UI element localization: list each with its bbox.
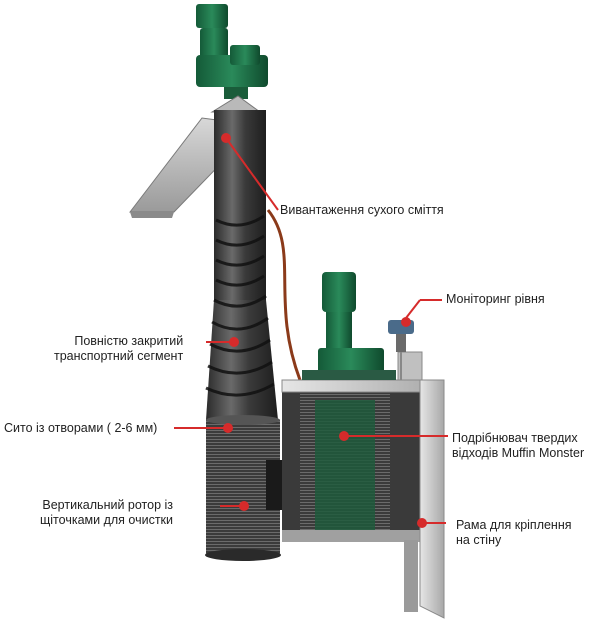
grinder-motor [302, 272, 396, 380]
label-wall-frame-line1: Рама для кріплення [456, 518, 572, 533]
label-enclosed-transport-line1: Повністю закритий [54, 334, 183, 349]
label-dry-discharge-text: Вивантаження сухого сміття [280, 203, 444, 218]
label-level-monitoring-text: Моніторинг рівня [446, 292, 545, 307]
label-wall-frame-line2: на стіну [456, 533, 572, 548]
label-brush-rotor-line2: щіточками для очистки [40, 513, 173, 528]
label-grinder: Подрібнювач твердих відходів Muffin Mons… [452, 431, 584, 461]
label-screen-text: Сито із отворами ( 2-6 мм) [4, 421, 157, 436]
label-level-monitoring: Моніторинг рівня [446, 292, 545, 307]
label-screen: Сито із отворами ( 2-6 мм) [4, 421, 157, 436]
label-brush-rotor-line1: Вертикальний ротор із [40, 498, 173, 513]
label-enclosed-transport-line2: транспортний сегмент [54, 349, 183, 364]
label-grinder-line2: відходів Muffin Monster [452, 446, 584, 461]
hydraulic-hose [268, 210, 300, 380]
top-drive-motor [196, 4, 268, 112]
label-grinder-line1: Подрібнювач твердих [452, 431, 584, 446]
grinder-housing [282, 380, 442, 542]
label-dry-discharge: Вивантаження сухого сміття [280, 203, 444, 218]
label-brush-rotor: Вертикальний ротор із щіточками для очис… [40, 498, 173, 528]
label-wall-frame: Рама для кріплення на стіну [456, 518, 572, 548]
label-enclosed-transport: Повністю закритий транспортний сегмент [54, 334, 183, 364]
